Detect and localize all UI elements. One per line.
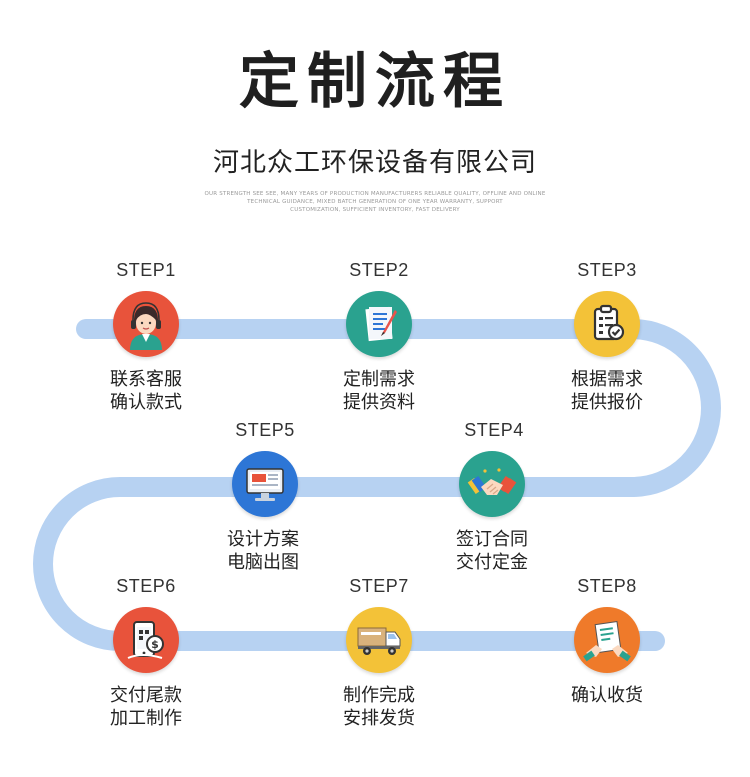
- step-6-label: STEP6: [116, 576, 176, 596]
- step-1-line-2: 确认款式: [110, 392, 182, 413]
- step-6-description: 交付尾款 加工制作: [76, 684, 216, 730]
- step-5-label: STEP5: [235, 420, 295, 440]
- step-2-line-2: 提供资料: [343, 392, 415, 413]
- step-7-label: STEP7: [349, 576, 409, 596]
- step-4-line-2: 交付定金: [456, 552, 528, 573]
- clipboard-check-icon: [593, 304, 625, 341]
- step-1-label: STEP1: [116, 260, 176, 280]
- page-title: 定制流程: [239, 47, 511, 117]
- step-4-line-1: 签订合同: [456, 529, 528, 550]
- svg-text:$: $: [151, 638, 159, 651]
- step-5-line-1: 设计方案: [227, 529, 299, 550]
- step-8-label: STEP8: [577, 576, 637, 596]
- step-4-description: 签订合同 交付定金: [422, 528, 562, 574]
- step-7-circle: [346, 607, 412, 673]
- step-7-line-2: 安排发货: [343, 708, 415, 729]
- step-3-circle: [574, 291, 640, 357]
- mobile-payment-icon: $: [127, 621, 164, 659]
- step-3-label: STEP3: [577, 260, 637, 280]
- step-4-circle: [459, 451, 525, 517]
- step-5-description: 设计方案 电脑出图: [193, 528, 333, 574]
- step-5-circle: [232, 451, 298, 517]
- computer-monitor-icon: [246, 468, 284, 501]
- step-1-circle: [113, 291, 179, 357]
- step-3-line-1: 根据需求: [571, 369, 643, 390]
- step-7-line-1: 制作完成: [343, 685, 415, 706]
- tagline: OUR STRENGTH SEE SEE, MANY YEARS OF PROD…: [200, 190, 550, 214]
- step-6-line-1: 交付尾款: [110, 685, 182, 706]
- track-path: [33, 319, 721, 651]
- tagline-line: TECHNICAL GUIDANCE, MIXED BATCH GENERATI…: [247, 199, 503, 205]
- step-4-label: STEP4: [464, 420, 524, 440]
- step-3-description: 根据需求 提供报价: [537, 368, 677, 414]
- delivery-truck-icon: [357, 627, 401, 655]
- step-1-description: 联系客服 确认款式: [76, 368, 216, 414]
- step-8-line-1: 确认收货: [571, 685, 643, 706]
- step-6-line-2: 加工制作: [110, 708, 182, 729]
- step-7-description: 制作完成 安排发货: [309, 684, 449, 730]
- step-6-circle: $: [113, 607, 179, 673]
- step-2-description: 定制需求 提供资料: [309, 368, 449, 414]
- document-edit-icon: [365, 306, 397, 342]
- step-8-circle: [574, 607, 640, 673]
- step-2-circle: [346, 291, 412, 357]
- step-2-line-1: 定制需求: [343, 369, 415, 390]
- handshake-icon: [467, 468, 517, 495]
- step-8-description: 确认收货: [537, 684, 677, 707]
- step-3-line-2: 提供报价: [571, 392, 643, 413]
- company-name: 河北众工环保设备有限公司: [212, 148, 537, 178]
- tagline-line: CUSTOMIZATION, SUFFICIENT INVENTORY, FAS…: [290, 207, 460, 213]
- step-2-label: STEP2: [349, 260, 409, 280]
- receive-package-icon: [583, 621, 631, 662]
- tagline-line: OUR STRENGTH SEE SEE, MANY YEARS OF PROD…: [204, 191, 546, 197]
- step-5-line-2: 电脑出图: [227, 552, 299, 573]
- customer-service-icon: [130, 302, 162, 350]
- step-1-line-1: 联系客服: [110, 369, 182, 390]
